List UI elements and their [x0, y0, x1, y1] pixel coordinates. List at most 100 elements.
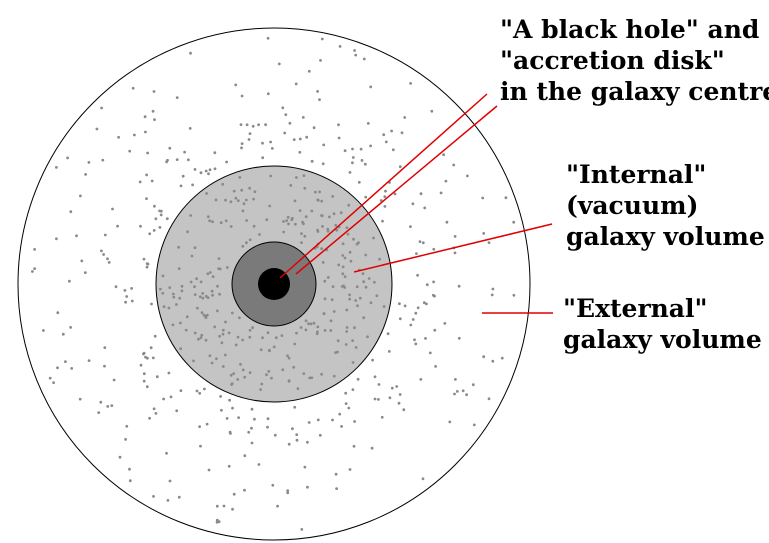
- star-dot: [354, 53, 358, 57]
- star-dot: [224, 198, 227, 202]
- star-dot: [293, 199, 297, 203]
- star-dot: [33, 248, 36, 251]
- star-dot: [206, 296, 210, 299]
- star-dot: [430, 109, 434, 113]
- star-dot: [203, 387, 206, 391]
- star-dot: [206, 272, 210, 276]
- star-dot: [205, 422, 209, 426]
- star-dot: [130, 299, 134, 303]
- star-dot: [265, 218, 269, 222]
- star-dot: [344, 391, 348, 395]
- star-dot: [338, 412, 342, 416]
- star-dot: [124, 438, 127, 441]
- star-dot: [195, 389, 199, 393]
- star-dot: [491, 287, 495, 291]
- internal-label-line-1: "Internal": [566, 160, 707, 189]
- star-dot: [112, 378, 116, 382]
- star-dot: [403, 116, 407, 119]
- star-dot: [321, 261, 325, 264]
- star-dot: [320, 372, 323, 376]
- star-dot: [232, 189, 236, 193]
- star-dot: [421, 241, 425, 245]
- star-dot: [362, 57, 366, 61]
- star-dot: [245, 241, 248, 245]
- star-dot: [286, 489, 290, 492]
- star-dot: [291, 216, 294, 220]
- star-dot: [153, 334, 157, 338]
- star-dot: [193, 293, 197, 296]
- star-dot: [323, 279, 327, 283]
- star-dot: [161, 274, 165, 278]
- star-dot: [101, 158, 105, 162]
- star-dot: [242, 202, 246, 206]
- star-dot: [313, 190, 317, 194]
- star-dot: [295, 176, 298, 179]
- star-dot: [364, 253, 368, 257]
- external-volume-label: "External" galaxy volume: [563, 293, 762, 355]
- star-dot: [334, 223, 338, 227]
- star-dot: [158, 209, 162, 213]
- star-dot: [248, 238, 252, 242]
- star-dot: [231, 507, 234, 511]
- star-dot: [222, 504, 226, 508]
- star-dot: [219, 395, 223, 398]
- star-dot: [268, 348, 271, 352]
- star-dot: [178, 296, 182, 300]
- internal-volume-label: "Internal" (vacuum) galaxy volume: [566, 159, 765, 252]
- star-dot: [99, 400, 103, 404]
- star-dot: [318, 190, 321, 194]
- star-dot: [245, 219, 249, 222]
- star-dot: [377, 398, 380, 401]
- star-dot: [341, 254, 345, 257]
- star-dot: [453, 392, 456, 396]
- star-dot: [432, 280, 435, 284]
- star-dot: [349, 259, 353, 263]
- star-dot: [145, 265, 149, 269]
- star-dot: [453, 235, 457, 238]
- star-dot: [179, 347, 183, 351]
- star-dot: [322, 312, 326, 315]
- internal-label-line-3: galaxy volume: [566, 222, 765, 251]
- star-dot: [193, 168, 197, 171]
- star-dot: [334, 351, 337, 354]
- star-dot: [251, 326, 255, 329]
- star-dot: [334, 472, 338, 476]
- star-dot: [225, 160, 229, 164]
- star-dot: [286, 354, 289, 358]
- star-dot: [421, 477, 425, 481]
- star-dot: [409, 225, 412, 229]
- star-dot: [161, 291, 165, 295]
- star-dot: [247, 430, 251, 434]
- star-dot: [411, 318, 415, 321]
- star-dot: [295, 433, 299, 436]
- star-dot: [375, 294, 379, 298]
- star-dot: [269, 140, 272, 144]
- star-dot: [100, 249, 103, 253]
- star-dot: [332, 310, 336, 313]
- star-dot: [431, 293, 435, 297]
- star-dot: [215, 504, 219, 508]
- star-dot: [68, 279, 71, 283]
- star-dot: [114, 285, 118, 289]
- star-dot: [369, 144, 372, 148]
- star-dot: [192, 359, 195, 363]
- star-dot: [180, 289, 184, 293]
- star-dot: [198, 295, 202, 299]
- star-dot: [221, 182, 225, 186]
- star-dot: [166, 499, 170, 502]
- star-dot: [378, 257, 381, 261]
- star-dot: [457, 284, 461, 288]
- star-dot: [500, 356, 504, 360]
- star-dot: [321, 162, 325, 166]
- star-dot: [168, 286, 172, 289]
- black-hole-label-line-2: "accretion disk": [500, 46, 725, 75]
- star-dot: [179, 389, 183, 392]
- star-dot: [162, 305, 166, 309]
- star-dot: [273, 433, 277, 437]
- outer-galaxy-boundary: [17, 27, 531, 541]
- star-dot: [373, 280, 376, 284]
- star-dot: [466, 174, 469, 178]
- star-dot: [228, 398, 232, 402]
- star-dot: [234, 343, 238, 347]
- star-dot: [343, 256, 347, 260]
